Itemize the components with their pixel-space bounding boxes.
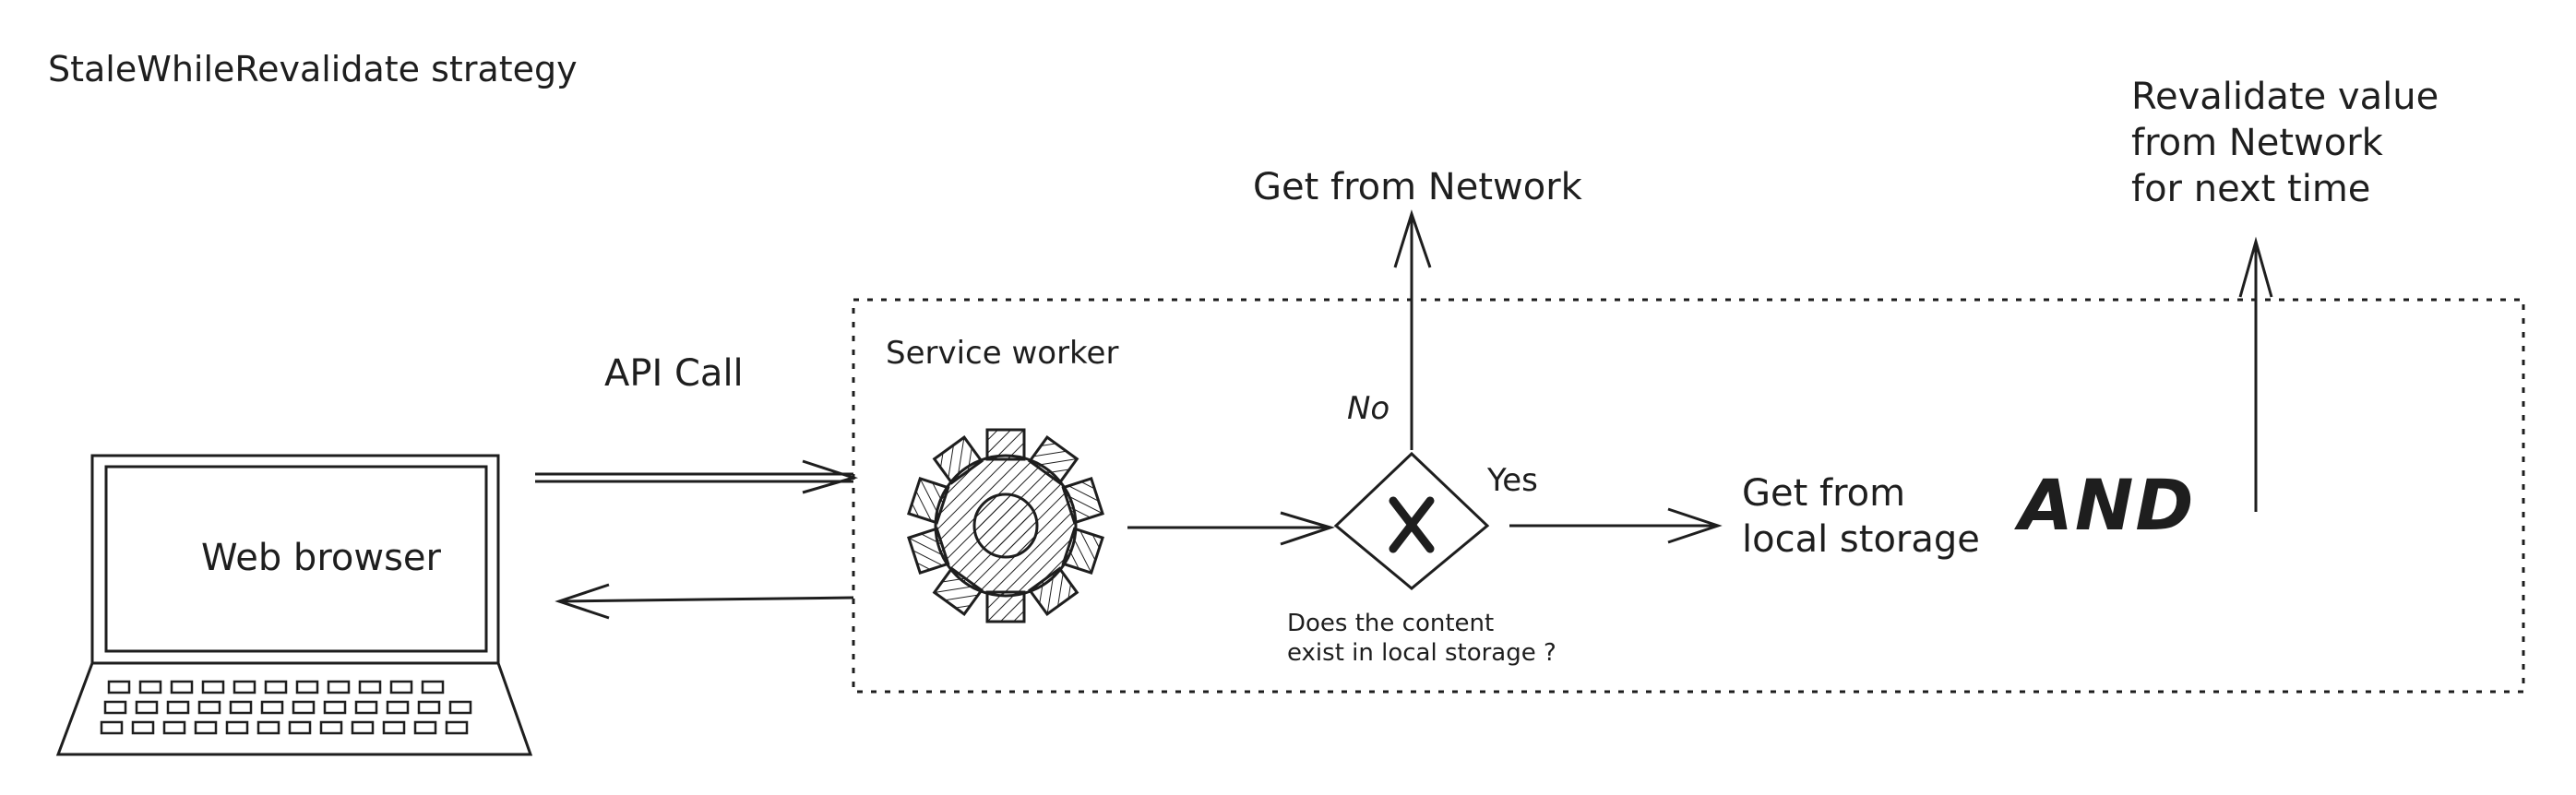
- get-from-local-line-2: local storage: [1742, 518, 1980, 561]
- service-worker-boundary: [852, 298, 2525, 694]
- yes-label: Yes: [1487, 462, 1538, 499]
- revalidate-line-3: for next time: [2131, 168, 2371, 210]
- revalidate-line-1: Revalidate value: [2131, 76, 2439, 118]
- api-call-arrow: [535, 459, 859, 494]
- gear-to-decision-arrow: [1127, 511, 1335, 546]
- decision-diamond: [1333, 451, 1490, 590]
- x-icon: [1389, 496, 1435, 553]
- keyboard: [100, 680, 472, 735]
- decision-question-line-1: Does the content: [1287, 610, 1495, 637]
- service-worker-label: Service worker: [886, 335, 1119, 372]
- decision-question-line-2: exist in local storage ?: [1287, 639, 1556, 667]
- api-call-label: API Call: [604, 352, 744, 395]
- get-from-local-line-1: Get from: [1742, 472, 1906, 515]
- return-arrow: [555, 583, 854, 620]
- yes-arrow: [1509, 507, 1723, 544]
- and-label: AND: [2019, 464, 2196, 546]
- get-from-network-label: Get from Network: [1253, 166, 1582, 208]
- diagram-title: StaleWhileRevalidate strategy: [48, 49, 578, 89]
- gear-icon: [907, 428, 1104, 623]
- revalidate-line-2: from Network: [2131, 122, 2383, 164]
- revalidate-arrow: [2238, 236, 2273, 512]
- no-arrow: [1393, 209, 1432, 450]
- laptop-icon: [55, 454, 533, 756]
- web-browser-label: Web browser: [201, 537, 441, 579]
- no-label: No: [1347, 390, 1390, 427]
